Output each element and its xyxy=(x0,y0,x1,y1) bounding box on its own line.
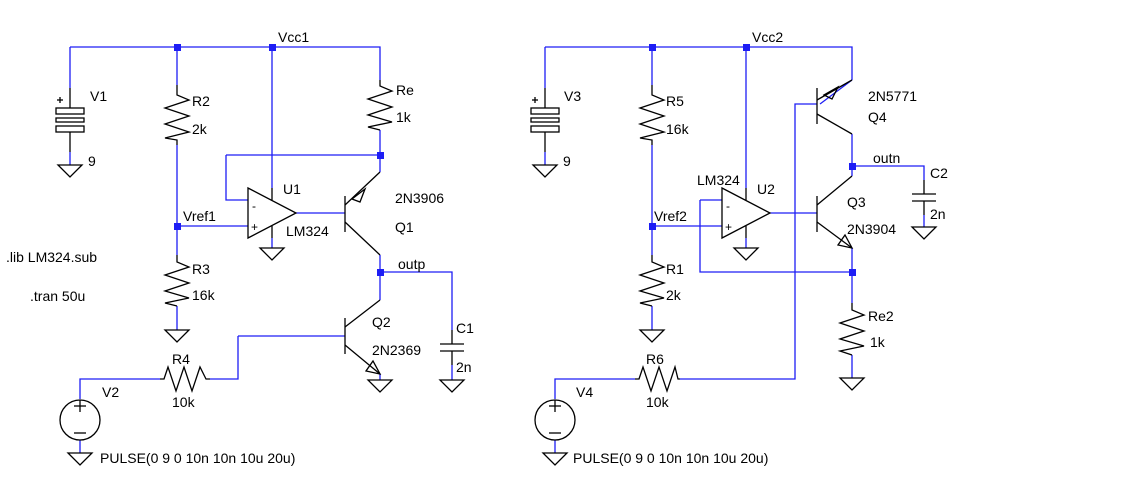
circuit-1-junctions xyxy=(174,44,384,276)
net-label-outn: outn xyxy=(873,150,900,166)
q4-name: Q4 xyxy=(868,109,887,125)
v4-value: PULSE(0 9 0 10n 10n 10u 20u) xyxy=(573,450,768,466)
u2-minus-pin: - xyxy=(726,199,730,213)
ground-symbol xyxy=(163,329,191,343)
q2-name: Q2 xyxy=(372,314,391,330)
re2-value: 1k xyxy=(870,334,886,350)
ground-symbol xyxy=(541,452,569,466)
tran-directive: .tran 50u xyxy=(30,288,85,304)
transistor-q4[interactable] xyxy=(816,79,853,135)
u2-value: LM324 xyxy=(697,172,740,188)
r4-name: R4 xyxy=(172,351,190,367)
r5-name: R5 xyxy=(666,93,684,109)
r6-name: R6 xyxy=(646,351,664,367)
re-name: Re xyxy=(396,82,414,98)
voltage-source-v4[interactable] xyxy=(534,399,576,441)
capacitor-c2[interactable] xyxy=(912,180,936,215)
c2-name: C2 xyxy=(930,165,948,181)
u2-name: U2 xyxy=(757,181,775,197)
opamp-u2[interactable] xyxy=(721,186,772,240)
q2-value: 2N2369 xyxy=(372,342,421,358)
opamp-u1[interactable] xyxy=(247,186,298,240)
ground-symbol xyxy=(910,226,938,240)
resistor-r5[interactable] xyxy=(637,85,667,145)
u1-minus-pin: - xyxy=(252,199,256,213)
circuit-1: Vcc1 V1 9 R2 2k Re 1k U1 LM324 Vref1 - +… xyxy=(6,29,474,466)
ground-symbol xyxy=(56,164,84,178)
r3-name: R3 xyxy=(192,261,210,277)
r1-name: R1 xyxy=(666,261,684,277)
ground-symbol xyxy=(258,247,286,261)
net-label-outp: outp xyxy=(398,256,425,272)
r5-value: 16k xyxy=(666,121,690,137)
voltage-source-v2[interactable] xyxy=(59,399,101,441)
q1-name: Q1 xyxy=(395,219,414,235)
r2-value: 2k xyxy=(192,121,208,137)
transistor-q1[interactable] xyxy=(344,171,381,256)
resistor-re2[interactable] xyxy=(837,303,867,356)
lib-directive: .lib LM324.sub xyxy=(6,249,97,265)
v4-name: V4 xyxy=(576,384,593,400)
circuit-1-wires xyxy=(69,46,453,453)
v1-value: 9 xyxy=(88,153,96,169)
battery-v3[interactable] xyxy=(530,88,560,152)
v3-value: 9 xyxy=(563,153,571,169)
net-label-vcc1: Vcc1 xyxy=(278,29,309,45)
net-label-vref2: Vref2 xyxy=(654,208,687,224)
c2-value: 2n xyxy=(930,206,946,222)
net-label-vcc2: Vcc2 xyxy=(752,29,783,45)
u1-name: U1 xyxy=(283,181,301,197)
ground-symbol xyxy=(366,379,394,393)
resistor-r3[interactable] xyxy=(162,255,192,307)
ground-symbol xyxy=(66,452,94,466)
r3-value: 16k xyxy=(192,287,216,303)
v1-name: V1 xyxy=(90,88,107,104)
ground-symbol xyxy=(638,329,666,343)
capacitor-c1[interactable] xyxy=(440,330,464,365)
r2-name: R2 xyxy=(192,93,210,109)
resistor-r4[interactable] xyxy=(160,364,210,394)
c1-value: 2n xyxy=(456,359,472,375)
c1-name: C1 xyxy=(456,320,474,336)
r4-value: 10k xyxy=(172,394,196,410)
q4-value: 2N5771 xyxy=(868,88,917,104)
resistor-r2[interactable] xyxy=(162,85,192,145)
ground-symbol xyxy=(838,377,866,391)
v2-name: V2 xyxy=(102,384,119,400)
ground-symbol xyxy=(438,379,466,393)
resistor-re[interactable] xyxy=(365,80,395,131)
ground-symbol xyxy=(732,247,760,261)
u1-value: LM324 xyxy=(286,223,329,239)
resistor-r1[interactable] xyxy=(637,255,667,307)
q3-name: Q3 xyxy=(847,194,866,210)
re-value: 1k xyxy=(396,109,412,125)
q1-value: 2N3906 xyxy=(395,190,444,206)
circuit-2-junctions xyxy=(649,44,856,276)
net-label-vref1: Vref1 xyxy=(183,208,216,224)
v3-name: V3 xyxy=(564,88,581,104)
circuit-2: Vcc2 V3 9 R5 16k 2N5771 Q4 outn C2 2n LM… xyxy=(530,29,948,466)
resistor-r6[interactable] xyxy=(635,364,680,394)
v2-value: PULSE(0 9 0 10n 10n 10u 20u) xyxy=(100,450,295,466)
r1-value: 2k xyxy=(666,287,682,303)
u1-plus-pin: + xyxy=(251,220,258,234)
circuit-2-wires xyxy=(544,46,925,453)
ground-symbol xyxy=(531,164,559,178)
transistor-q3[interactable] xyxy=(816,175,854,249)
r6-value: 10k xyxy=(646,394,670,410)
q3-value: 2N3904 xyxy=(847,221,896,237)
transistor-q2[interactable] xyxy=(344,299,382,375)
battery-v1[interactable] xyxy=(55,88,85,152)
re2-name: Re2 xyxy=(868,308,894,324)
u2-plus-pin: + xyxy=(725,220,732,234)
